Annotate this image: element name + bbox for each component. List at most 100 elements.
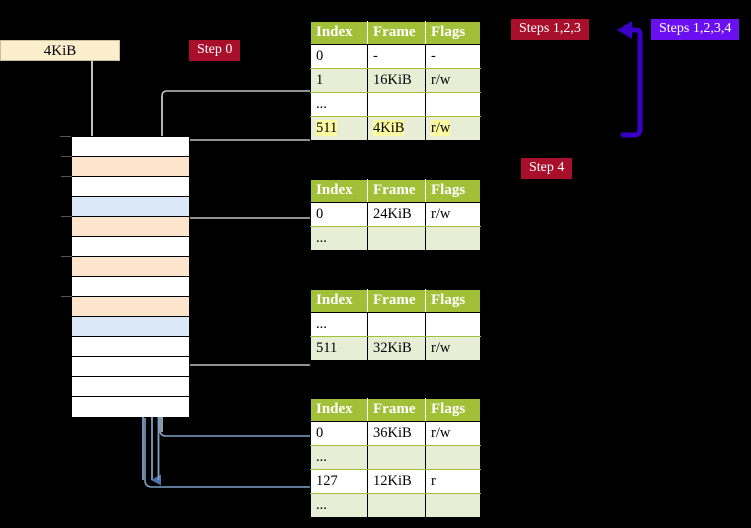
- cell-flags: r/w: [425, 202, 481, 227]
- cell-frame: 36KiB: [367, 421, 426, 446]
- badge-label: Step 4: [529, 160, 565, 175]
- memory-row: [72, 237, 189, 257]
- row-tick: [61, 176, 72, 177]
- memory-row: [72, 317, 189, 337]
- bracket-steps-1234: [617, 21, 643, 138]
- cell-index: ...: [310, 445, 368, 470]
- table-row: 0 36KiB r/w: [310, 421, 481, 446]
- cell-flags: [425, 92, 481, 117]
- column-header-index: Index: [310, 398, 368, 422]
- table-row: ...: [310, 92, 481, 117]
- connector-pdpt-to-grid: [175, 217, 310, 248]
- cell-flags: [425, 226, 481, 251]
- column-header-flags: Flags: [425, 398, 481, 422]
- column-header-index: Index: [310, 289, 368, 313]
- row-tick: [61, 296, 72, 297]
- cell-flags: r/w: [425, 421, 481, 446]
- table-header-row: Index Frame Flags: [310, 289, 481, 313]
- badge-label: Steps 1,2,3: [519, 21, 581, 36]
- table-row: ...: [310, 226, 481, 251]
- table-header-row: Index Frame Flags: [310, 179, 481, 203]
- cell-flags: r: [425, 469, 481, 494]
- row-tick: [60, 136, 71, 137]
- table-row: ...: [310, 312, 481, 337]
- column-header-frame: Frame: [367, 21, 426, 45]
- connector-pd-to-grid: [171, 313, 310, 366]
- cell-frame: [367, 445, 426, 470]
- column-header-flags: Flags: [425, 179, 481, 203]
- badge-step-4: Step 4: [521, 158, 573, 179]
- table-header-row: Index Frame Flags: [310, 21, 481, 45]
- memory-row: [61, 176, 189, 197]
- size-box-label: 4KiB: [43, 43, 77, 59]
- page-table-pml4: Index Frame Flags 0 - - 1 16KiB r/w ...: [310, 21, 481, 141]
- cell-index: ...: [310, 226, 368, 251]
- row-tick: [61, 256, 72, 257]
- table-row: 0 24KiB r/w: [310, 202, 481, 227]
- memory-row: [72, 197, 189, 217]
- column-header-frame: Frame: [367, 179, 426, 203]
- row-tick: [61, 156, 72, 157]
- badge-label: Steps 1,2,3,4: [659, 21, 732, 36]
- size-box-4kib: 4KiB: [0, 40, 120, 61]
- cell-index: 0: [310, 421, 368, 446]
- page-table-pt: Index Frame Flags 0 36KiB r/w ... 127 12…: [310, 398, 481, 518]
- table-row: ...: [310, 445, 481, 470]
- page-table-pd: Index Frame Flags ... 511 32KiB r/w: [310, 289, 481, 361]
- column-header-flags: Flags: [425, 21, 481, 45]
- cell-flags: -: [425, 44, 481, 69]
- cell-index: 511: [310, 116, 368, 141]
- column-header-flags: Flags: [425, 289, 481, 313]
- cell-index: 127: [310, 469, 368, 494]
- cell-flags: r/w: [425, 336, 481, 361]
- table-header-row: Index Frame Flags: [310, 398, 481, 422]
- cell-flags: r/w: [425, 116, 481, 141]
- memory-row: [61, 216, 189, 237]
- memory-row: [72, 397, 189, 417]
- memory-row: [61, 156, 189, 177]
- cell-index: 0: [310, 44, 368, 69]
- cell-index: 511: [310, 336, 368, 361]
- cell-frame: [367, 92, 426, 117]
- memory-row: [72, 137, 189, 157]
- table-row: ...: [310, 493, 481, 518]
- cell-index: 0: [310, 202, 368, 227]
- column-header-frame: Frame: [367, 398, 426, 422]
- memory-row: [61, 256, 189, 277]
- cell-frame: 24KiB: [367, 202, 426, 227]
- table-row: 0 - -: [310, 44, 481, 69]
- column-header-index: Index: [310, 21, 368, 45]
- cell-index: ...: [310, 312, 368, 337]
- row-tick: [61, 216, 72, 217]
- cell-frame: 4KiB: [367, 116, 426, 141]
- cell-flags: [425, 493, 481, 518]
- cell-frame: 12KiB: [367, 469, 426, 494]
- memory-row: [72, 277, 189, 297]
- cell-index: ...: [310, 92, 368, 117]
- cell-frame: -: [367, 44, 426, 69]
- table-row: 511 32KiB r/w: [310, 336, 481, 361]
- cell-frame: 16KiB: [367, 68, 426, 93]
- cell-frame: 32KiB: [367, 336, 426, 361]
- memory-row: [72, 377, 189, 397]
- cell-flags: [425, 445, 481, 470]
- table-row-highlighted: 511 4KiB r/w: [310, 116, 481, 141]
- cell-frame: [367, 493, 426, 518]
- badge-steps-1-2-3-4: Steps 1,2,3,4: [651, 19, 740, 40]
- memory-row: [72, 357, 189, 377]
- memory-frame-grid: [61, 136, 190, 417]
- memory-row: [72, 337, 189, 357]
- memory-row: [61, 296, 189, 317]
- cell-index: 1: [310, 68, 368, 93]
- cell-flags: r/w: [425, 68, 481, 93]
- badge-steps-1-2-3: Steps 1,2,3: [511, 19, 589, 40]
- column-header-frame: Frame: [367, 289, 426, 313]
- connector-grid-to-pt: [144, 418, 310, 488]
- table-row: 1 16KiB r/w: [310, 68, 481, 93]
- table-row: 127 12KiB r: [310, 469, 481, 494]
- cell-index: ...: [310, 493, 368, 518]
- badge-label: Step 0: [197, 42, 233, 57]
- badge-step-0: Step 0: [189, 40, 241, 61]
- page-table-pdpt: Index Frame Flags 0 24KiB r/w ...: [310, 179, 481, 251]
